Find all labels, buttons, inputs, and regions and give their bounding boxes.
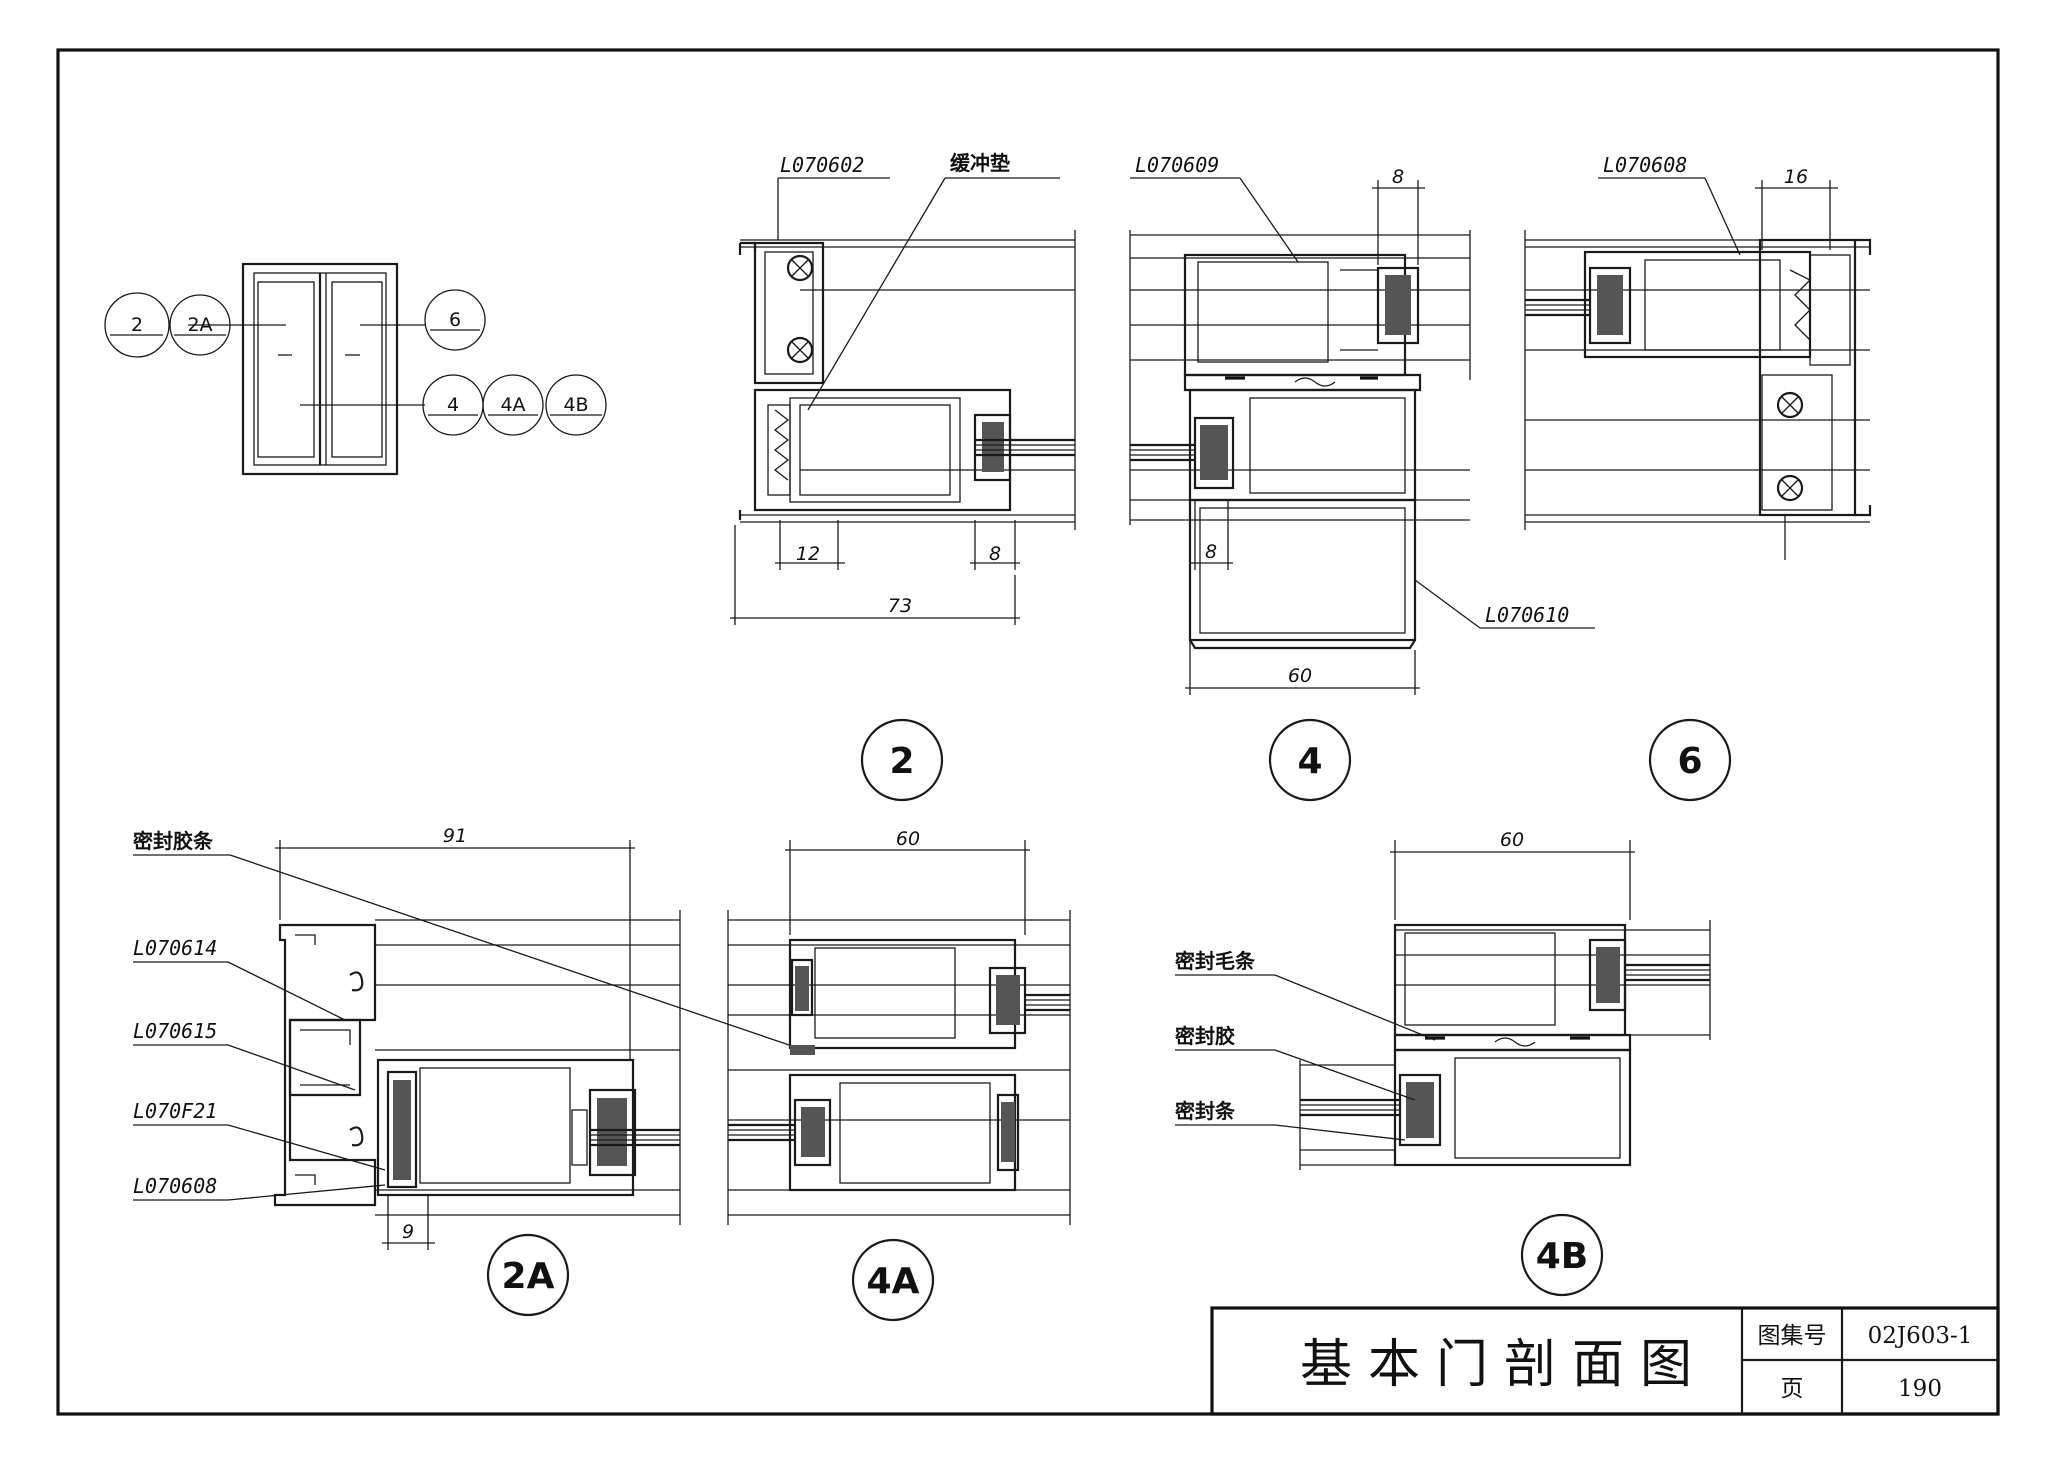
s6-callout: 6 — [1677, 741, 1702, 782]
s2a-label-b: L070615 — [133, 1019, 217, 1043]
bubble-2a-text: 2A — [187, 314, 212, 336]
section-4: L070609 L070610 8 8 60 4 — [1129, 153, 1595, 802]
elevation-bubbles: 2 2A 6 4 4A 4B — [104, 289, 607, 436]
s2-dim-73: 73 — [888, 595, 912, 617]
s2a-label-seal: 密封胶条 — [133, 829, 214, 853]
s6-dim-16: 16 — [1784, 166, 1808, 188]
s4-callout: 4 — [1297, 741, 1322, 782]
s4b-callout: 4B — [1536, 1236, 1589, 1277]
door-elevation — [241, 262, 425, 476]
section-2: L070602 缓冲垫 12 8 73 2 — [730, 151, 1076, 802]
sheet-border — [56, 48, 2000, 1416]
section-4b: 密封毛条 密封胶 密封条 60 4B — [1175, 829, 1711, 1297]
s2-label-profile: L070602 — [780, 153, 864, 177]
s2-callout: 2 — [889, 741, 914, 782]
s4b-label-strip: 密封条 — [1175, 1099, 1236, 1123]
title-block-atlas-value: 02J603-1 — [1868, 1323, 1973, 1349]
s2-dim-12: 12 — [796, 543, 820, 565]
title-block: 基本门剖面图 图集号 02J603-1 页 190 — [1210, 1306, 2000, 1416]
bubble-2a — [169, 294, 231, 356]
s2a-label-c: L070F21 — [133, 1099, 217, 1123]
section-4a: 60 4A — [727, 828, 1071, 1322]
section-6: L070608 16 6 — [1524, 153, 1872, 802]
bubble-2-text: 2 — [131, 314, 143, 336]
s4b-dim-60: 60 — [1500, 829, 1524, 851]
s4-label-top: L070609 — [1135, 153, 1219, 177]
bubble-6-text: 6 — [449, 309, 461, 331]
title-block-page-label: 页 — [1781, 1376, 1804, 1402]
bubble-4a-text: 4A — [500, 394, 525, 416]
s4a-callout: 4A — [867, 1261, 920, 1302]
s4-dim-60: 60 — [1288, 665, 1312, 687]
s4-dim-left: 8 — [1205, 541, 1217, 563]
bubble-4-text: 4 — [447, 394, 459, 416]
s4-dim-top: 8 — [1392, 166, 1404, 188]
s2-label-pad: 缓冲垫 — [950, 151, 1010, 175]
s2-dim-8: 8 — [989, 543, 1001, 565]
s2a-label-a: L070614 — [133, 936, 217, 960]
bubble-2 — [104, 292, 170, 358]
s2a-dim-9: 9 — [402, 1221, 414, 1243]
bubble-4b-text: 4B — [563, 394, 588, 416]
title-block-page-value: 190 — [1898, 1376, 1942, 1402]
title-block-title: 基本门剖面图 — [1300, 1335, 1708, 1395]
s2a-label-d: L070608 — [133, 1174, 217, 1198]
bubble-4a — [482, 374, 544, 436]
section-2a: 密封胶条 L070614 L070615 L070F21 L070608 91 … — [133, 825, 799, 1317]
s4b-label-brush: 密封毛条 — [1175, 949, 1256, 973]
title-block-atlas-label: 图集号 — [1758, 1323, 1827, 1349]
s4-label-bottom: L070610 — [1485, 603, 1569, 627]
s2a-dim-91: 91 — [443, 825, 467, 847]
s2a-callout: 2A — [502, 1256, 555, 1297]
s4b-label-gasket: 密封胶 — [1175, 1024, 1235, 1048]
bubble-6 — [424, 289, 486, 351]
s4a-dim-60: 60 — [896, 828, 920, 850]
bubble-4b — [545, 374, 607, 436]
s6-label-profile: L070608 — [1603, 153, 1687, 177]
